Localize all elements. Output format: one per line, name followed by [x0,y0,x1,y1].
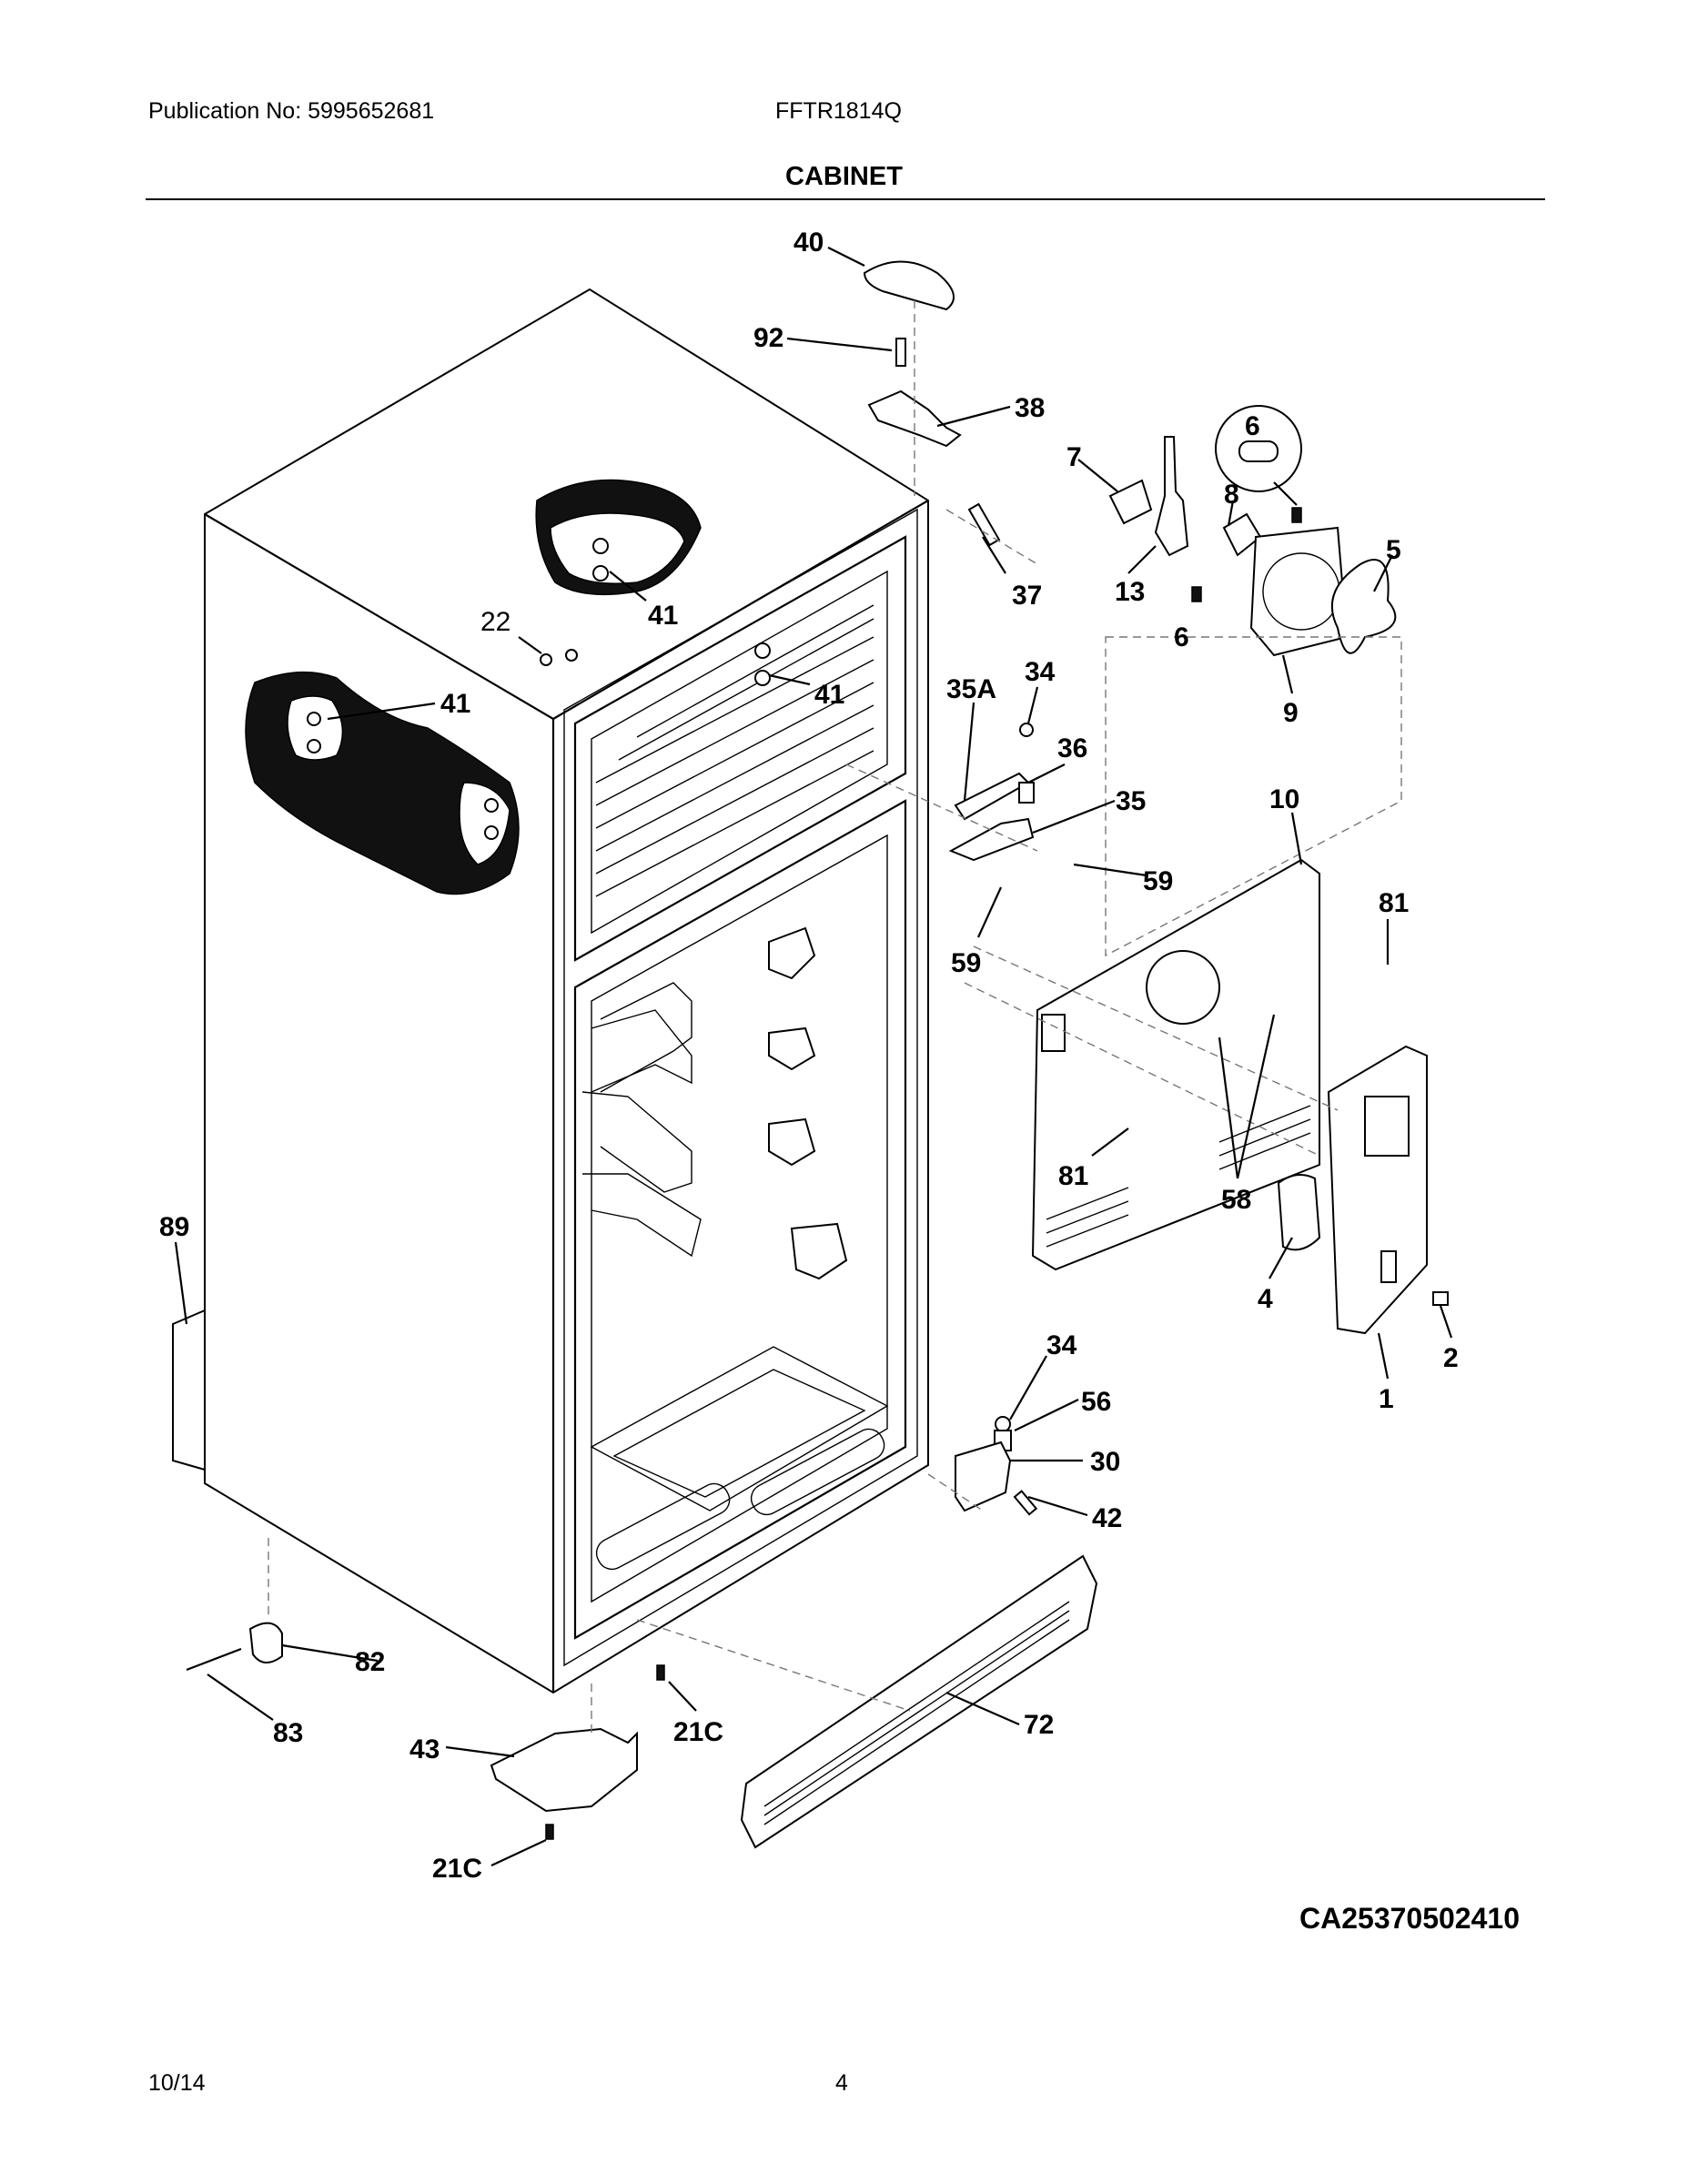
callout-8: 8 [1224,480,1239,510]
callout-9: 9 [1283,698,1299,728]
freezer-opening [573,535,907,962]
fresh-food-opening [573,799,907,1640]
callout-43: 43 [409,1734,440,1764]
callout-10: 10 [1269,784,1299,814]
callout-labels: 40 92 38 7 6 8 5 13 6 37 9 22 41 41 41 3… [159,228,1459,1884]
cabinet-outline [204,288,929,1694]
callout-82: 82 [355,1647,385,1677]
evaporator-cover [1031,858,1320,1271]
callout-35: 35 [1116,786,1146,816]
callout-41-top: 41 [648,601,678,631]
washer-34a [1019,723,1034,737]
evaporator-fan-assembly [1108,405,1397,657]
callout-38: 38 [1015,393,1045,423]
motor-13 [1154,436,1189,557]
crisper-tray [612,1369,866,1498]
callout-72: 72 [1024,1710,1054,1740]
callout-59-left: 59 [951,948,981,978]
leveler-bracket-43 [490,1727,638,1813]
door-bins [768,926,848,1280]
callout-2: 2 [1443,1343,1459,1373]
roller-82 [248,1622,283,1663]
callout-13: 13 [1115,577,1145,607]
freezer-ribs [595,604,874,897]
control-housing [1277,1045,1449,1335]
callout-58: 58 [1221,1185,1251,1215]
page-number: 4 [835,2070,848,2096]
callout-83: 83 [273,1718,303,1748]
callout-59-right: 59 [1143,866,1173,896]
callout-35a: 35A [946,674,996,704]
bottom-parts [186,1622,665,1840]
toe-grille [740,1554,1098,1849]
hinge-cover-40 [863,260,955,311]
callout-34-top: 34 [1025,657,1056,687]
callout-34-bottom: 34 [1046,1330,1077,1360]
callout-4: 4 [1258,1284,1273,1314]
page-title: CABINET [785,162,903,191]
assembly-lines [268,300,1402,1738]
callout-56: 56 [1081,1387,1111,1417]
grommet-6b [1191,586,1202,602]
mount-7 [1108,479,1153,525]
callout-30: 30 [1090,1447,1120,1477]
callout-5: 5 [1386,535,1401,565]
axle-83 [186,1647,242,1672]
housing-1 [1327,1045,1428,1335]
callout-6-detail: 6 [1245,411,1260,441]
callout-6: 6 [1174,622,1189,652]
cabinet-bottom-vents [595,1428,885,1571]
fan-housing-9 [1249,526,1349,657]
upper-hinge-parts [863,260,1001,547]
crisper-floor [590,1346,889,1512]
fresh-food-inner [591,834,888,1603]
callout-92: 92 [753,323,783,353]
callout-41-side: 41 [440,689,470,719]
middle-hinge-parts [948,723,1035,862]
grommet-6a [1291,507,1302,523]
callout-41-freezer: 41 [814,680,844,710]
publication-number: Publication No: 5995652681 [148,98,435,124]
callout-89: 89 [159,1212,189,1242]
callout-21c-top: 21C [673,1717,723,1747]
callout-81-right: 81 [1379,888,1409,918]
top-hinge-38 [867,389,962,448]
footer-date: 10/14 [148,2070,206,2096]
screw-21ca [656,1664,665,1681]
callout-7: 7 [1066,442,1082,472]
callout-37: 37 [1012,581,1042,611]
callout-81-left: 81 [1058,1161,1088,1191]
lower-hinge-30 [955,1441,1012,1512]
leader-lines [174,247,1453,1866]
cabinet-body [172,288,929,1694]
center-hinge-35 [948,817,1035,862]
title-rule [146,198,1545,200]
screw-21cb [545,1824,554,1840]
front-frame [563,508,918,1667]
callout-22: 22 [480,607,510,637]
callout-42: 42 [1092,1503,1122,1533]
screw-42 [1013,1490,1038,1516]
pin-36 [1018,782,1035,804]
freezer-inner [591,570,888,935]
callout-40: 40 [793,228,824,258]
fresh-food-ledges [581,982,702,1258]
callout-1: 1 [1379,1384,1394,1414]
clip-2 [1432,1291,1449,1306]
lower-hinge-parts [955,1416,1038,1516]
spacer-37 [967,502,1001,547]
grommet-detail [1238,440,1279,462]
screw-92 [895,338,906,367]
callout-36: 36 [1057,733,1087,763]
model-number: FFTR1814Q [775,98,902,124]
washer-34b [995,1416,1011,1432]
light-bulb-4 [1277,1174,1321,1251]
side-panel-89 [172,1309,206,1471]
callout-21c-bottom: 21C [432,1854,482,1884]
diagram-code: CA25370502410 [1299,1902,1520,1935]
